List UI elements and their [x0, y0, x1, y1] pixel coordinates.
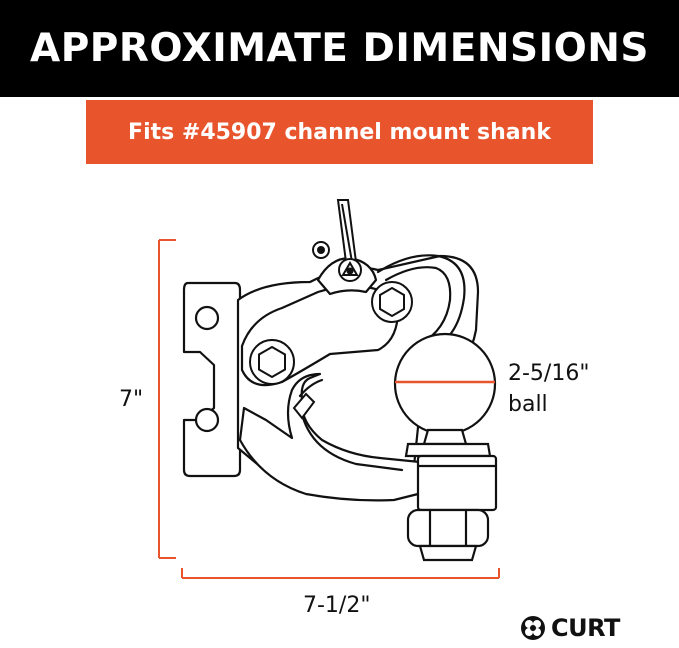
small-bolt: [292, 392, 316, 420]
ball-word-label: ball: [508, 392, 548, 417]
ball-size-label: 2-5/16": [508, 361, 590, 386]
brand-logo: CURT: [520, 614, 620, 642]
hex-bolt-lower: [249, 339, 295, 385]
hitch-ball: [393, 332, 497, 446]
pivot-bolt: [338, 258, 362, 282]
header-bar: APPROXIMATE DIMENSIONS: [0, 0, 679, 97]
brand-name: CURT: [551, 614, 620, 642]
width-label: 7-1/2": [303, 593, 371, 618]
hex-bolt-upper: [371, 281, 413, 323]
height-label: 7": [119, 387, 144, 412]
fitment-text: Fits #45907 channel mount shank: [128, 119, 551, 145]
ball-mount-base: [404, 442, 498, 562]
page-title: APPROXIMATE DIMENSIONS: [30, 26, 649, 71]
width-dimension-line: [181, 568, 500, 579]
lower-jaw: [238, 372, 422, 502]
cotter-pin: [312, 199, 358, 263]
fitment-banner: Fits #45907 channel mount shank: [86, 100, 593, 164]
height-dimension-line: [158, 239, 176, 559]
curt-logo-icon: [521, 616, 545, 640]
